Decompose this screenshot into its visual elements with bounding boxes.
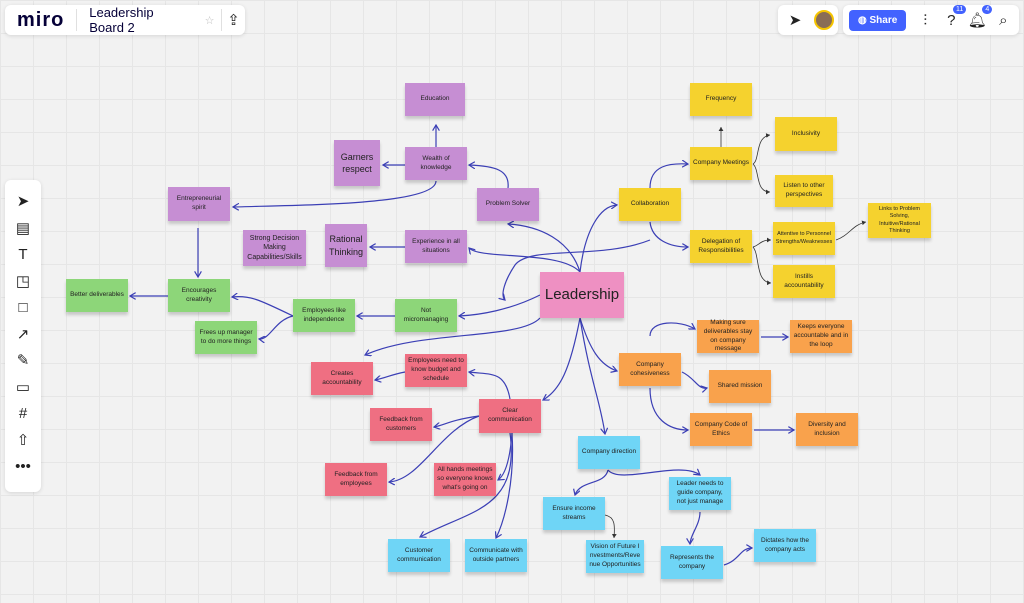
board-title[interactable]: Leadership Board 2: [89, 5, 154, 35]
comment-icon[interactable]: ▭: [15, 378, 31, 396]
sticky-note[interactable]: Experience in all situations: [405, 230, 467, 263]
more-icon[interactable]: •••: [15, 457, 31, 475]
sticky-note[interactable]: Links to Problem Solving, Intuitive/Rati…: [868, 203, 931, 238]
star-icon[interactable]: ☆: [204, 14, 215, 27]
sticky-note[interactable]: Feedback from customers: [370, 408, 432, 441]
sticky-note-icon[interactable]: ◳: [15, 272, 31, 290]
cursor-tracking-icon[interactable]: ➤: [788, 12, 802, 29]
sticky-note[interactable]: Company Meetings: [690, 147, 752, 180]
sticky-note[interactable]: Collaboration: [619, 188, 681, 221]
help-icon[interactable]: ?11: [938, 5, 967, 33]
sticky-note[interactable]: Vision of Future Investments/Revenue Opp…: [586, 540, 644, 573]
sticky-note[interactable]: Customer communication: [388, 539, 450, 572]
notification-badge: 4: [982, 5, 993, 14]
settings-sliders-icon[interactable]: ⫶: [923, 11, 928, 29]
upload-icon[interactable]: ⇧: [16, 431, 30, 449]
sticky-note[interactable]: Inclusivity: [775, 117, 837, 151]
select-cursor-icon[interactable]: ➤: [16, 193, 30, 211]
sticky-note[interactable]: Clear communication: [479, 399, 541, 433]
sticky-note[interactable]: Strong Decision Making Capabilities/Skil…: [243, 230, 306, 266]
arrow-icon[interactable]: ↗: [16, 325, 30, 343]
sticky-note[interactable]: Represents the company: [661, 546, 723, 579]
divider: [76, 9, 78, 31]
sticky-note[interactable]: Attentive to Personnel Strengths/Weaknes…: [773, 222, 835, 255]
sticky-note[interactable]: Ensure income streams: [543, 497, 605, 530]
text-icon[interactable]: T: [18, 245, 28, 263]
export-icon[interactable]: ⇪: [227, 12, 240, 29]
sticky-note[interactable]: Delegation of Responsibilities: [690, 230, 752, 263]
sticky-note[interactable]: Employees like independence: [293, 299, 355, 332]
sticky-note[interactable]: Dictates how the company acts: [754, 529, 816, 562]
sticky-note[interactable]: All hands meetings so everyone knows wha…: [434, 463, 496, 496]
share-label: Share: [869, 14, 898, 26]
avatar[interactable]: [814, 10, 834, 30]
actions-panel: ◍ Share ⫶ ?11 🔔︎4 ⌕: [843, 5, 1019, 35]
shape-icon[interactable]: □: [18, 298, 28, 316]
bell-icon[interactable]: 🔔︎4: [964, 5, 993, 33]
sticky-note[interactable]: Listen to other perspectives: [775, 175, 833, 207]
sticky-note[interactable]: Better deliverables: [66, 279, 128, 312]
help-badge: 11: [953, 5, 967, 14]
left-toolbar: ➤ ▤ T ◳ □ ↗ ✎ ▭ # ⇧ •••: [5, 180, 41, 492]
sticky-note[interactable]: Instills accountability: [773, 265, 835, 298]
sticky-note[interactable]: Frees up manager to do more things: [195, 321, 257, 354]
sticky-note[interactable]: Encourages creativity: [168, 279, 230, 312]
pen-icon[interactable]: ✎: [16, 352, 30, 370]
sticky-note[interactable]: Company direction: [578, 436, 640, 469]
sticky-note[interactable]: Education: [405, 83, 465, 116]
board-header: miro Leadership Board 2 ☆ ⇪: [5, 5, 245, 35]
sticky-note[interactable]: Company Code of Ethics: [690, 413, 752, 446]
sticky-note[interactable]: Employees need to know budget and schedu…: [405, 354, 467, 387]
sticky-note[interactable]: Shared mission: [709, 370, 771, 403]
sticky-note[interactable]: Company cohesiveness: [619, 353, 681, 386]
sticky-note[interactable]: Creates accountability: [311, 362, 373, 395]
central-sticky-note[interactable]: Leadership: [540, 272, 624, 318]
search-icon[interactable]: ⌕: [999, 11, 1008, 29]
sticky-note[interactable]: Problem Solver: [477, 188, 539, 221]
sticky-note[interactable]: Entrepreneurial spirit: [168, 187, 230, 221]
sticky-note[interactable]: Frequency: [690, 83, 752, 116]
sticky-note[interactable]: Not micromanaging: [395, 299, 457, 332]
share-button[interactable]: ◍ Share: [849, 9, 907, 31]
sticky-note[interactable]: Diversity and inclusion: [796, 413, 858, 446]
sticky-note[interactable]: Feedback from employees: [325, 463, 387, 496]
divider: [221, 9, 222, 31]
sticky-note[interactable]: Leader needs to guide company, not just …: [669, 477, 731, 510]
miro-logo[interactable]: miro: [17, 8, 65, 31]
sticky-note[interactable]: Wealth of knowledge: [405, 147, 467, 180]
sticky-note[interactable]: Making sure deliverables stay on company…: [697, 319, 759, 353]
frame-icon[interactable]: #: [18, 404, 28, 422]
sticky-note[interactable]: Keeps everyone accountable and in the lo…: [790, 320, 852, 353]
templates-icon[interactable]: ▤: [15, 219, 31, 237]
sticky-note[interactable]: Garners respect: [334, 140, 380, 186]
sticky-note[interactable]: Rational Thinking: [325, 224, 367, 267]
collab-panel: ➤: [778, 5, 838, 35]
sticky-note[interactable]: Communicate with outside partners: [465, 539, 527, 572]
